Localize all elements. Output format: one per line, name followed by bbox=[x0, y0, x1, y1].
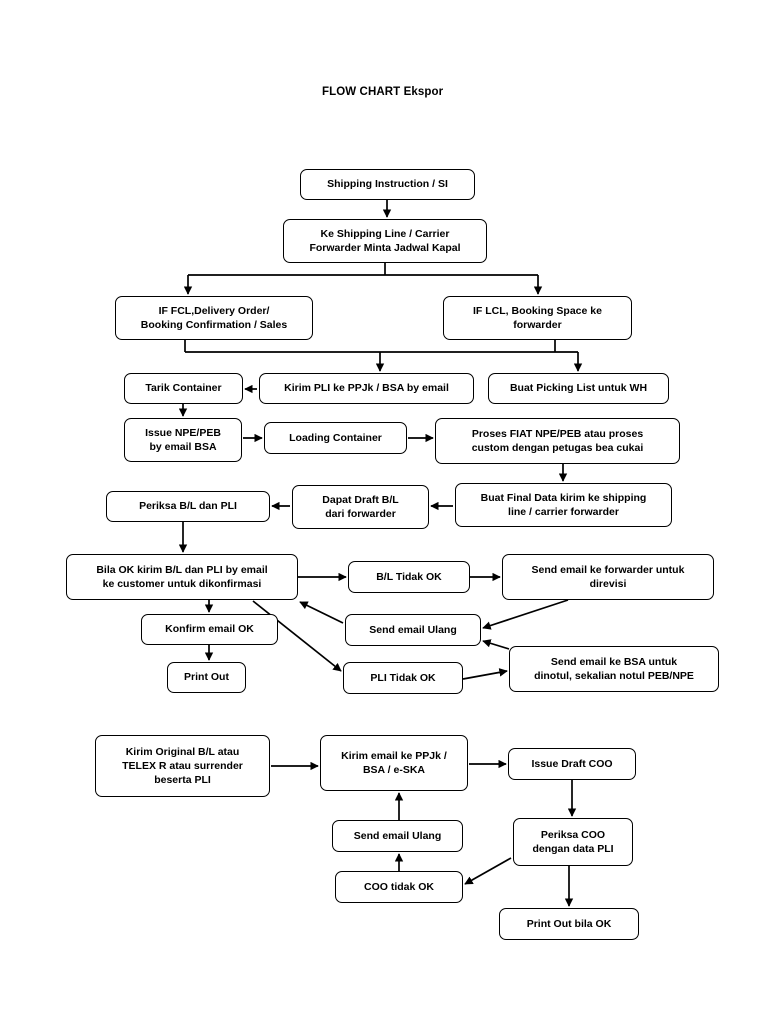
flowchart-node-label: Issue Draft COO bbox=[531, 757, 613, 770]
flowchart-node-n9: Loading Container bbox=[264, 422, 407, 454]
flowchart-node-n11: Periksa B/L dan PLI bbox=[106, 491, 270, 522]
flowchart-node-n17: Konfirm email OK bbox=[141, 614, 278, 645]
flowchart-node-n18: Send email Ulang bbox=[345, 614, 481, 646]
flowchart-node-label: Send email Ulang bbox=[353, 829, 442, 842]
flowchart-node-label: Buat Picking List untuk WH bbox=[509, 382, 648, 395]
flowchart-node-label: Tarik Container bbox=[145, 382, 222, 395]
edge-sendbsa-to-sendulang bbox=[482, 639, 510, 650]
flowchart-node-label: COO tidak OK bbox=[363, 880, 434, 893]
flowchart-node-n20: PLI Tidak OK bbox=[343, 662, 463, 694]
flowchart-node-n28: Print Out bila OK bbox=[499, 908, 639, 940]
edge-periksacoo-to-cootidakok bbox=[464, 857, 512, 885]
flowchart-node-label: Kirim email ke PPJk /BSA / e-SKA bbox=[341, 749, 447, 776]
flowchart-node-label: Shipping Instruction / SI bbox=[327, 178, 448, 191]
flowchart-node-label: Periksa B/L dan PLI bbox=[139, 500, 237, 513]
flowchart-node-n6: Kirim PLI ke PPJk / BSA by email bbox=[259, 373, 474, 404]
flowchart-node-label: PLI Tidak OK bbox=[370, 671, 436, 684]
flowchart-node-n24: Issue Draft COO bbox=[508, 748, 636, 780]
flowchart-node-label: Print Out bbox=[184, 671, 229, 684]
flowchart-node-n23: Kirim email ke PPJk /BSA / e-SKA bbox=[320, 735, 468, 791]
page-title: FLOW CHART Ekspor bbox=[322, 86, 444, 98]
flowchart-node-n27: COO tidak OK bbox=[335, 871, 463, 903]
flowchart-node-n26: Send email Ulang bbox=[332, 820, 463, 852]
flowchart-node-n19: Print Out bbox=[167, 662, 246, 693]
flowchart-node-label: Print Out bila OK bbox=[526, 917, 612, 930]
flowchart-node-label: IF FCL,Delivery Order/Booking Confirmati… bbox=[140, 304, 288, 331]
flowchart-node-label: Send email Ulang bbox=[369, 623, 457, 636]
flowchart-node-label: B/L Tidak OK bbox=[376, 570, 442, 583]
flowchart-node-n15: B/L Tidak OK bbox=[348, 561, 470, 593]
flowchart-node-label: Loading Container bbox=[289, 431, 382, 444]
flowchart-node-n3: IF FCL,Delivery Order/Booking Confirmati… bbox=[115, 296, 313, 340]
flowchart-node-n1: Shipping Instruction / SI bbox=[300, 169, 475, 200]
flowchart-node-n5: Tarik Container bbox=[124, 373, 243, 404]
edge-plitidakok-to-sendbsa bbox=[462, 668, 508, 680]
flowchart-node-n7: Buat Picking List untuk WH bbox=[488, 373, 669, 404]
edge-sendulang-to-bilaok bbox=[299, 601, 344, 624]
edge-sendforwarder-to-sendulang bbox=[482, 599, 569, 630]
flowchart-node-label: Konfirm email OK bbox=[165, 623, 254, 636]
flowchart-node-label: Kirim PLI ke PPJk / BSA by email bbox=[284, 382, 449, 395]
